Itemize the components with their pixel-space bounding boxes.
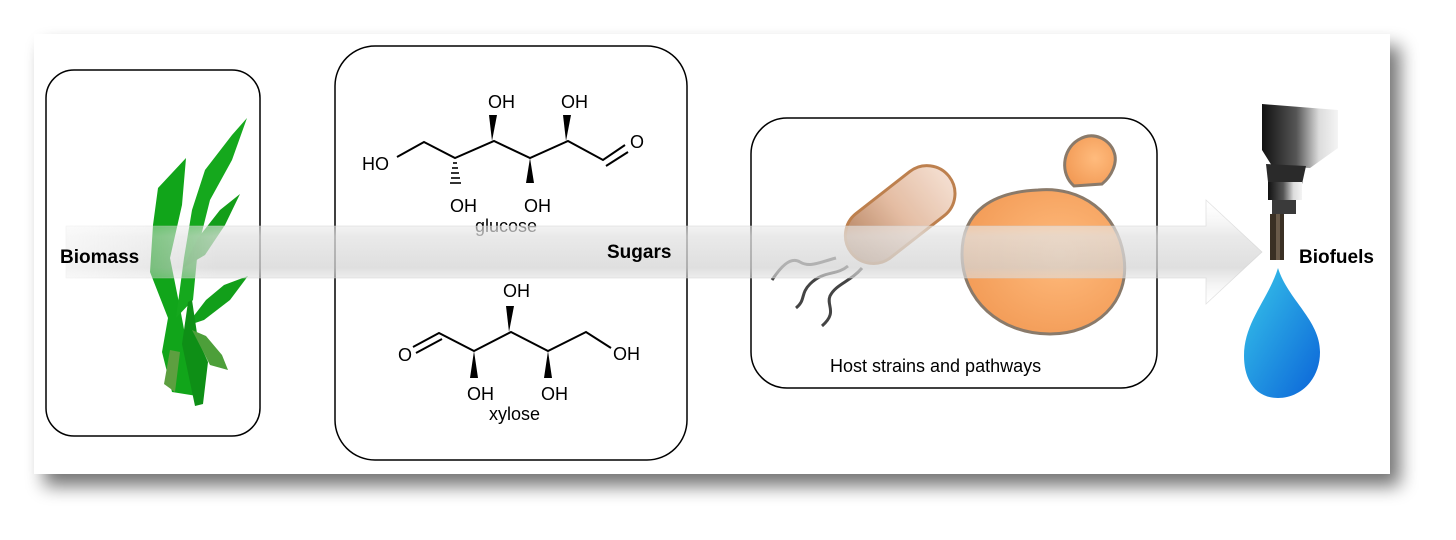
biofuels-label: Biofuels xyxy=(1299,247,1374,268)
xylose-oh-label: OH xyxy=(503,281,530,301)
glucose-oh-label: OH xyxy=(488,92,515,112)
xylose-oh-label: OH xyxy=(613,344,640,364)
xylose-structure xyxy=(412,306,612,378)
xylose-oh-label: OH xyxy=(541,384,568,404)
sugars-label: Sugars xyxy=(607,242,671,263)
fuel-nozzle-icon xyxy=(1262,104,1338,260)
host-strains-caption: Host strains and pathways xyxy=(830,356,1041,376)
xylose-o-label: O xyxy=(398,345,412,365)
process-arrow xyxy=(65,199,1263,305)
glucose-oh-label: OH xyxy=(450,196,477,216)
glucose-structure xyxy=(396,115,629,184)
fuel-drop-icon xyxy=(1244,268,1320,398)
glucose-oh-label: OH xyxy=(561,92,588,112)
glucose-ho-label: HO xyxy=(362,154,389,174)
xylose-oh-label: OH xyxy=(467,384,494,404)
xylose-labels: O OH OH OH OH xylose xyxy=(398,281,640,424)
xylose-name: xylose xyxy=(489,404,540,424)
glucose-o-label: O xyxy=(630,132,644,152)
biomass-label: Biomass xyxy=(60,247,139,268)
glucose-oh-label: OH xyxy=(524,196,551,216)
